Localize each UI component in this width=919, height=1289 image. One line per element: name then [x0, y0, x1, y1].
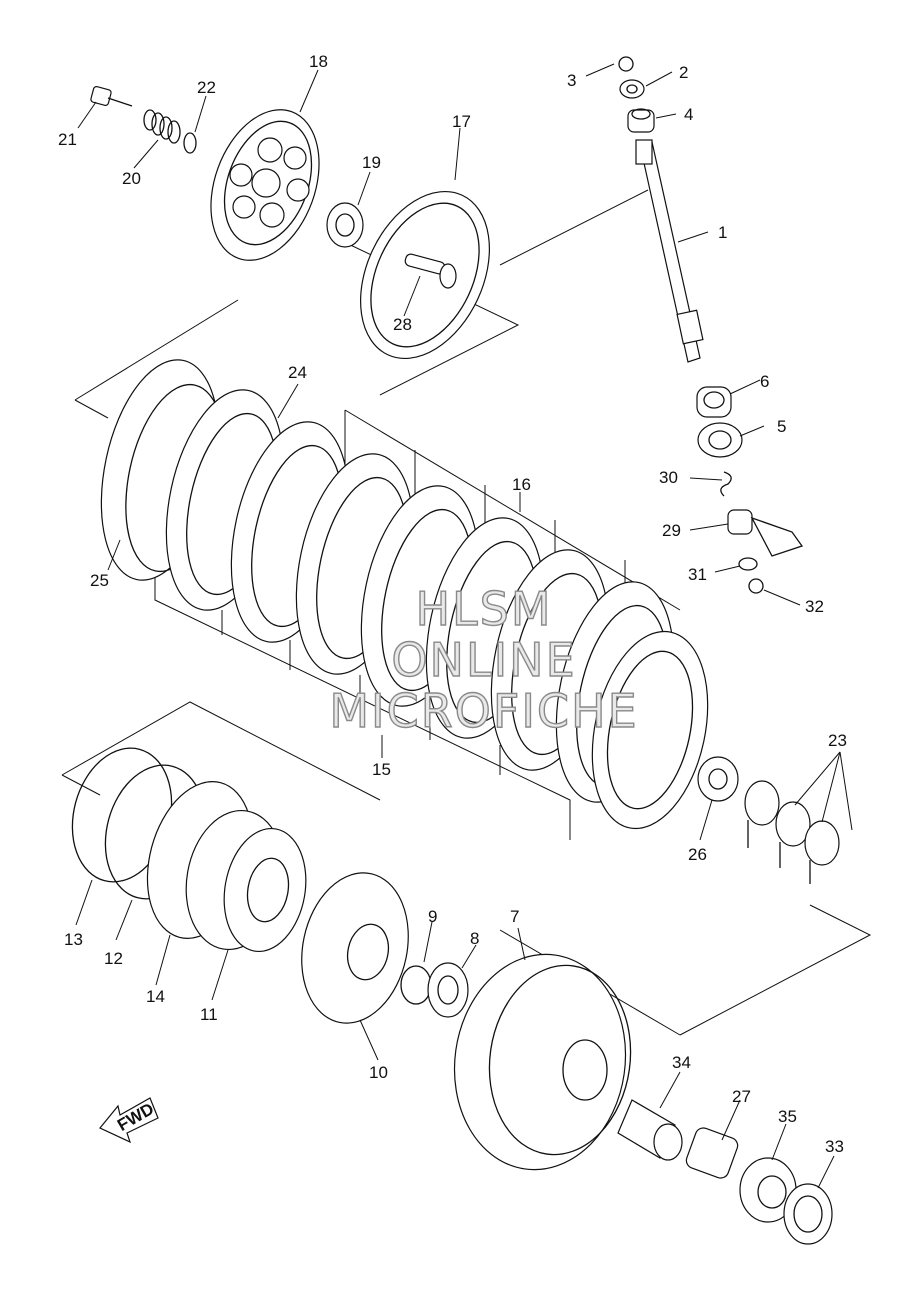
bolt-spring-washer: [90, 86, 197, 154]
part-label-17: 17: [452, 112, 471, 131]
part-label-27: 27: [732, 1087, 751, 1106]
part-label-18: 18: [309, 52, 328, 71]
part-label-8: 8: [470, 929, 479, 948]
part-label-23: 23: [828, 731, 847, 750]
nut-26: [697, 756, 739, 802]
watermark: HLSM ONLINE MICROFICHE: [329, 581, 638, 738]
assembly-outlines: [61, 189, 872, 1036]
part-label-25: 25: [90, 571, 109, 590]
part-label-7: 7: [510, 907, 519, 926]
friction-plate-17: [360, 190, 490, 360]
pressure-plate: [210, 109, 320, 261]
part-label-19: 19: [362, 153, 381, 172]
part-label-15: 15: [372, 760, 391, 779]
part-label-6: 6: [760, 372, 769, 391]
part-label-26: 26: [688, 845, 707, 864]
part-label-16: 16: [512, 475, 531, 494]
part-label-9: 9: [428, 907, 437, 926]
part-label-11: 11: [200, 1005, 218, 1024]
part-label-1: 1: [718, 223, 727, 242]
part-label-34: 34: [672, 1053, 691, 1072]
part-label-4: 4: [684, 105, 693, 124]
pressure-plate-10: [301, 872, 409, 1024]
part-label-31: 31: [688, 565, 707, 584]
part-label-29: 29: [662, 521, 681, 540]
part-label-35: 35: [778, 1107, 797, 1126]
part-label-20: 20: [122, 169, 141, 188]
bearing-19: [326, 202, 364, 248]
part-label-12: 12: [104, 949, 123, 968]
part-label-3: 3: [567, 71, 576, 90]
part-label-28: 28: [393, 315, 412, 334]
part-label-21: 21: [58, 130, 77, 149]
part-label-10: 10: [369, 1063, 388, 1082]
part-labels: 1 2 3 4 5 6 7 8 9 10 11 12 13 14 15 16 1…: [58, 52, 847, 1156]
part-label-2: 2: [679, 63, 688, 82]
small-parts-29-32: [720, 471, 804, 594]
small-parts-2-3-4: [618, 56, 655, 133]
washer-33: [783, 1183, 833, 1245]
part-label-13: 13: [64, 930, 83, 949]
clutch-plate-stack: [100, 359, 709, 830]
clutch-housing-7: [453, 953, 632, 1171]
push-rod-1: [635, 139, 704, 363]
watermark-line-3: MICROFICHE: [329, 684, 638, 738]
part-label-30: 30: [659, 468, 678, 487]
part-label-33: 33: [825, 1137, 844, 1156]
part-label-24: 24: [288, 363, 307, 382]
part-label-14: 14: [146, 987, 165, 1006]
bearing-8: [427, 962, 469, 1018]
spacer-34: [617, 1099, 683, 1161]
leader-lines: [75, 63, 853, 1189]
needle-bearing-27: [685, 1127, 739, 1179]
clutch-boss-11: [185, 809, 307, 953]
lock-washers-23: [744, 780, 840, 884]
part-label-22: 22: [197, 78, 216, 97]
watermark-line-1: HLSM: [415, 582, 552, 636]
part-label-32: 32: [805, 597, 824, 616]
watermark-line-2: ONLINE: [391, 633, 576, 687]
part-label-5: 5: [777, 417, 786, 436]
bearings-5-6: [696, 386, 743, 458]
